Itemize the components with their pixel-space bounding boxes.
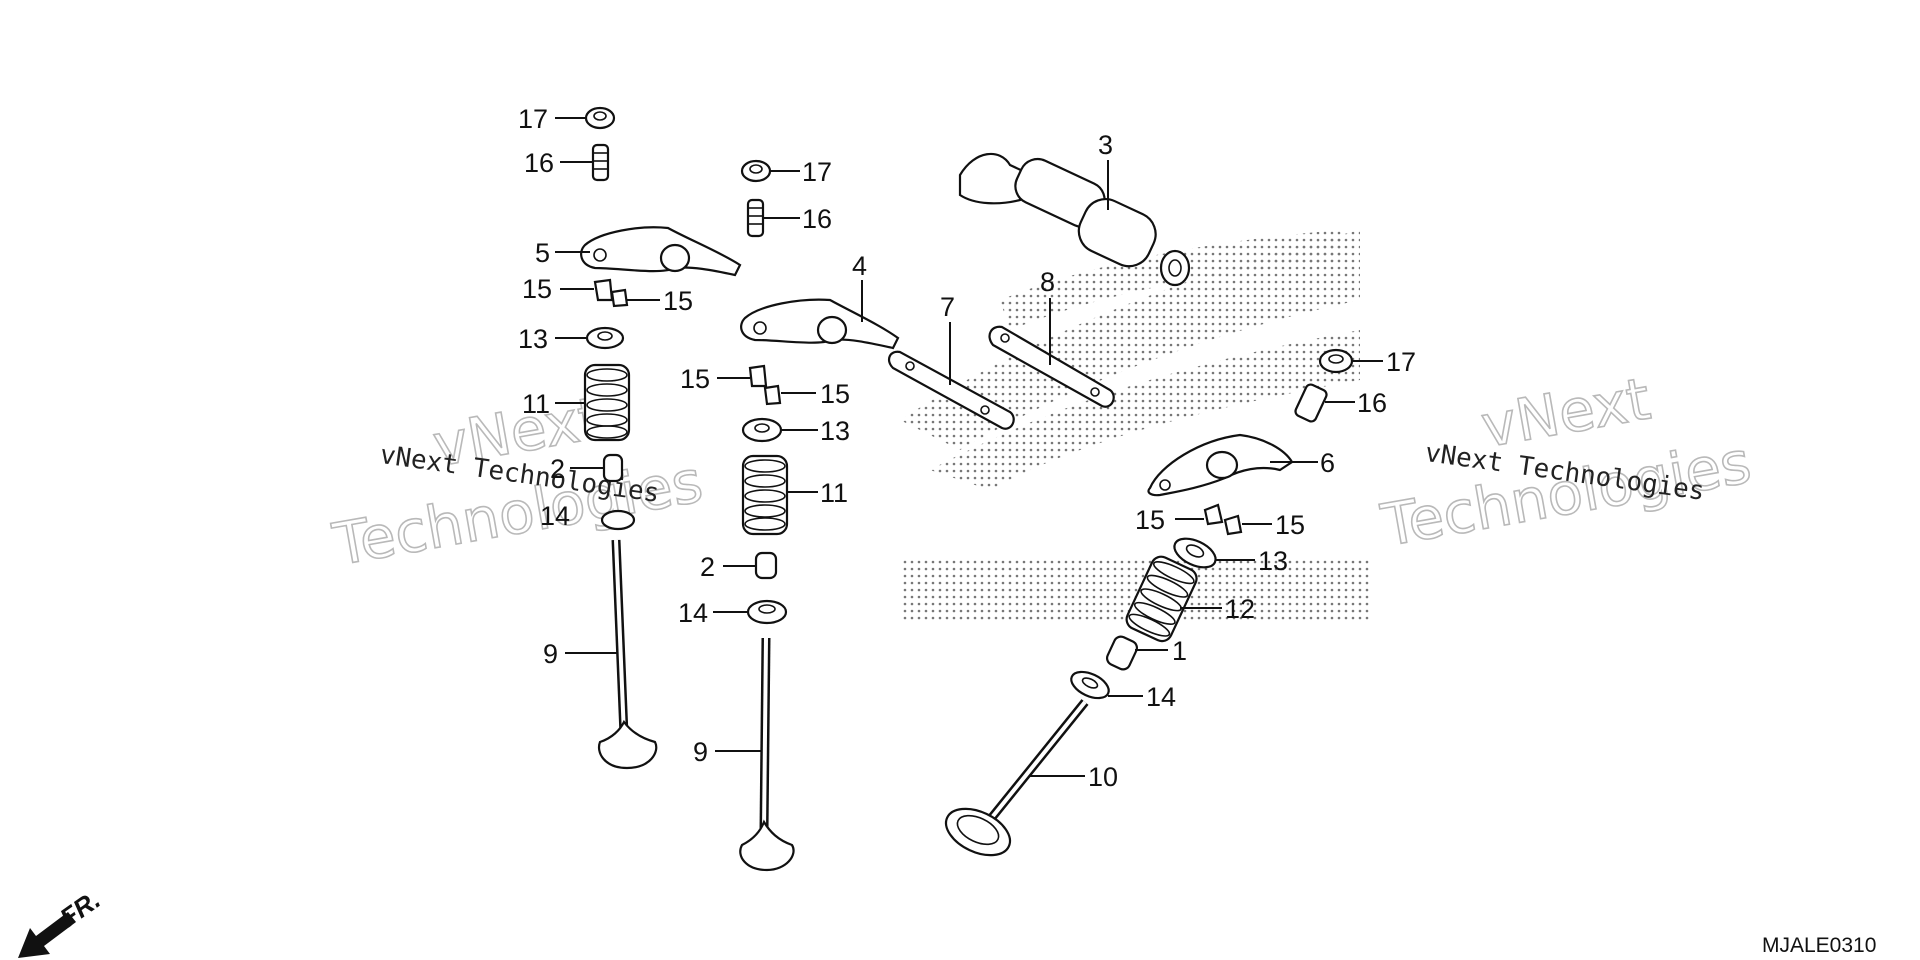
label-2: 2: [700, 552, 715, 582]
label-13: 13: [518, 324, 548, 354]
label-16: 16: [524, 148, 554, 178]
cotters-15-middle: [717, 364, 816, 406]
rocker-shaft-8: [988, 298, 1115, 408]
label-16: 16: [802, 204, 832, 234]
label-15: 15: [1275, 510, 1305, 540]
screw-16-left: [560, 143, 610, 182]
label-17: 17: [1386, 347, 1416, 377]
label-13: 13: [820, 416, 850, 446]
label-14: 14: [678, 598, 708, 628]
label-15: 15: [663, 286, 693, 316]
label-17: 17: [802, 157, 832, 187]
retainer-13-middle: [741, 417, 818, 443]
label-17: 17: [518, 104, 548, 134]
label-6: 6: [1320, 448, 1335, 478]
valve-9-middle: [715, 637, 795, 872]
spring-11-left: [555, 363, 631, 442]
label-15: 15: [522, 274, 552, 304]
label-15: 15: [680, 364, 710, 394]
screw-16-middle: [746, 198, 800, 238]
valve-9-left: [565, 539, 658, 770]
label-15: 15: [820, 379, 850, 409]
watermark-right: vNext Technologies: [1375, 364, 1756, 561]
label-2: 2: [550, 454, 565, 484]
rocker-shaft-7: [887, 322, 1015, 430]
label-14: 14: [1146, 682, 1176, 712]
label-4: 4: [852, 251, 867, 281]
label-5: 5: [535, 238, 550, 268]
nut-17-right: [1318, 348, 1383, 374]
seal-2-left: [570, 453, 624, 483]
label-11: 11: [522, 389, 550, 419]
retainer-13-left: [555, 326, 625, 350]
seal-2-middle: [723, 551, 778, 580]
cotters-15-right: [1175, 503, 1272, 536]
svg-text:vNext: vNext: [1476, 365, 1655, 461]
label-1: 1: [1172, 636, 1187, 666]
label-16: 16: [1357, 388, 1387, 418]
label-13: 13: [1258, 546, 1288, 576]
label-7: 7: [940, 292, 955, 322]
diagram-code: MJALE0310: [1762, 934, 1876, 957]
camshaft-3: [958, 152, 1191, 287]
seat-14-left: [600, 509, 636, 531]
rocker-arm-5: [555, 226, 742, 277]
rocker-arm-6: [1147, 433, 1318, 497]
nut-17-middle: [740, 159, 800, 183]
cotters-15-left: [560, 278, 660, 308]
nut-17-left: [555, 106, 616, 130]
wing-logo-icon: [900, 230, 1370, 620]
screw-16-right: [1294, 383, 1355, 423]
spring-12: [1125, 555, 1198, 643]
label-10: 10: [1088, 762, 1118, 792]
rocker-arm-4: [740, 280, 900, 350]
seat-14-right: [1070, 670, 1143, 700]
label-14: 14: [540, 501, 570, 531]
label-15: 15: [1135, 505, 1165, 535]
label-8: 8: [1040, 267, 1055, 297]
retainer-13-right: [1173, 537, 1255, 569]
spring-11-middle: [741, 454, 818, 536]
label-3: 3: [1098, 130, 1113, 160]
label-12: 12: [1225, 594, 1255, 624]
seal-1: [1105, 635, 1168, 671]
seat-14-middle: [713, 599, 788, 625]
label-11: 11: [820, 478, 848, 508]
label-9: 9: [543, 639, 558, 669]
arrow-down-left-icon: [18, 912, 76, 958]
label-9: 9: [693, 737, 708, 767]
valve-10: [944, 699, 1089, 857]
